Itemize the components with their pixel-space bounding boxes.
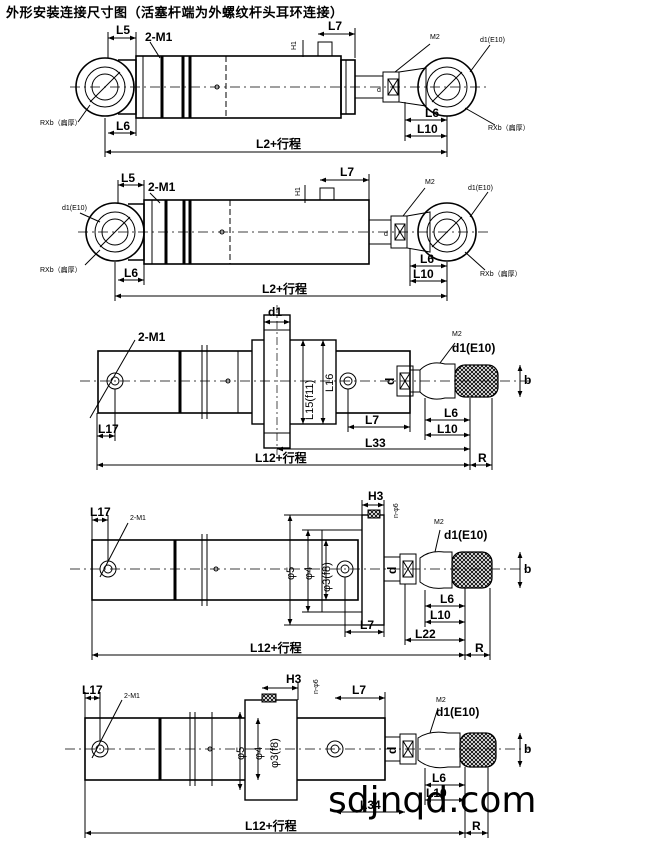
v1-rxb-label: RXb（扁厚） [40, 118, 82, 127]
v2-M1-label: 2-M1 [148, 180, 176, 194]
v5-d-label: d [385, 747, 399, 754]
view-3-trunnion-mount: d1 2-M1 L15(f11) L16 M2 d1(E10) d b L6 L… [80, 305, 531, 470]
view-4-flange-mount: H3 n-φ6 L17 2-M1 M2 d1(E10) φ5 φ4 φ3(f8)… [70, 489, 531, 660]
v2-H1-label: H1 [295, 187, 302, 196]
v4-L22-label: L22 [415, 627, 436, 641]
v4-L17-label: L17 [90, 505, 111, 519]
v2-L5-label: L5 [121, 171, 135, 185]
v5-b-label: b [524, 742, 531, 756]
v3-L7-label: L7 [365, 413, 379, 427]
cylinder-body-4 [91, 539, 359, 601]
v5-L12-label: L12+行程 [245, 818, 297, 833]
v2-M2-label: M2 [425, 179, 435, 186]
v4-R-label: R [475, 641, 484, 655]
v5-L34-label: L34 [360, 798, 381, 812]
v4-b-label: b [524, 562, 531, 576]
v3-L33-label: L33 [365, 436, 386, 450]
v5-L10-label: L10 [426, 786, 447, 800]
v4-d3-label: φ3(f8) [321, 562, 333, 592]
v4-L7-label: L7 [360, 618, 374, 632]
v3-L16-label: L16 [324, 374, 336, 392]
v5-n6-label: n-φ6 [313, 679, 320, 694]
v5-H3-label: H3 [286, 672, 302, 686]
v4-M2-label: M2 [434, 519, 444, 526]
v1-L5-label: L5 [116, 23, 130, 37]
v2-rxb-label: RXb（扁厚） [40, 265, 82, 274]
v1-d1b-label: d1(E10) [480, 37, 505, 44]
v4-d4-label: φ4 [303, 567, 315, 580]
v5-R-label: R [472, 819, 481, 833]
v3-L6-label: L6 [444, 406, 458, 420]
v2-d-label: d [384, 231, 388, 238]
v5-d1-label: d1(E10) [436, 705, 479, 719]
v5-d3-label: φ3(f8) [269, 738, 281, 768]
v1-M2-label: M2 [430, 34, 440, 41]
v2-d1b-label: d1(E10) [468, 185, 493, 192]
watermark-text: sdjnqd.com [328, 780, 536, 821]
v3-d1top-label: d1 [268, 305, 282, 319]
v2-L6a-label: L6 [124, 266, 138, 280]
v1-H1-label: H1 [291, 41, 298, 50]
view-5-flange-mount: H3 n-φ6 L17 2-M1 L7 M2 d1(E10) φ5 φ4 φ3(… [65, 672, 531, 838]
v1-d-label: d [377, 87, 381, 94]
v3-L17-label: L17 [98, 422, 119, 436]
v5-L6-label: L6 [432, 771, 446, 785]
v4-d1-label: d1(E10) [444, 528, 487, 542]
drawing-title: 外形安装连接尺寸图（活塞杆端为外螺纹杆头耳环连接） [6, 6, 344, 21]
v4-L10-label: L10 [430, 608, 451, 622]
v2-L7-label: L7 [340, 165, 354, 179]
v5-L17-label: L17 [82, 683, 103, 697]
v5-d5-label: φ5 [235, 747, 247, 760]
v4-M1-label: 2-M1 [130, 515, 146, 522]
v3-M1-label: 2-M1 [138, 330, 166, 344]
v1-L7-label: L7 [328, 19, 342, 33]
v3-d-label: d [383, 378, 397, 385]
v5-M2-label: M2 [436, 697, 446, 704]
v3-L12-label: L12+行程 [255, 450, 307, 465]
v4-d5-label: φ5 [285, 567, 297, 580]
v5-d4-label: φ4 [253, 747, 265, 760]
v4-n6-label: n-φ6 [393, 503, 400, 518]
v2-d1-label: d1(E10) [62, 205, 87, 212]
v3-M2-label: M2 [452, 331, 462, 338]
v4-L6-label: L6 [440, 592, 454, 606]
v3-L15-label: L15(f11) [304, 380, 316, 420]
v4-H3-label: H3 [368, 489, 384, 503]
v3-d1-label: d1(E10) [452, 341, 495, 355]
v1-L2-label: L2+行程 [256, 136, 301, 151]
v3-L10-label: L10 [437, 422, 458, 436]
v1-rxb2-label: RXb（扁厚） [488, 123, 530, 132]
v1-L6b-label: L6 [425, 106, 439, 120]
v3-b-label: b [524, 373, 531, 387]
view-2-ear-mount: L5 2-M1 H1 L7 M2 d1(E10) d1(E10) RXb（扁厚）… [40, 165, 522, 301]
v1-L6a-label: L6 [116, 119, 130, 133]
v4-d-label: d [385, 567, 399, 574]
v2-rxb2-label: RXb（扁厚） [480, 269, 522, 278]
cylinder-body-2 [143, 199, 370, 265]
v2-L2-label: L2+行程 [262, 281, 307, 296]
v1-L10-label: L10 [417, 122, 438, 136]
v2-L6b-label: L6 [420, 252, 434, 266]
view-1-ear-mount: L5 2-M1 H1 L7 M2 d1(E10) RXb（扁厚） RXb（扁厚）… [40, 19, 530, 157]
v5-L7-label: L7 [352, 683, 366, 697]
v4-L12-label: L12+行程 [250, 640, 302, 655]
v5-M1-label: 2-M1 [124, 693, 140, 700]
v2-L10-label: L10 [413, 267, 434, 281]
v3-R-label: R [478, 451, 487, 465]
v1-M1-label: 2-M1 [145, 30, 173, 44]
